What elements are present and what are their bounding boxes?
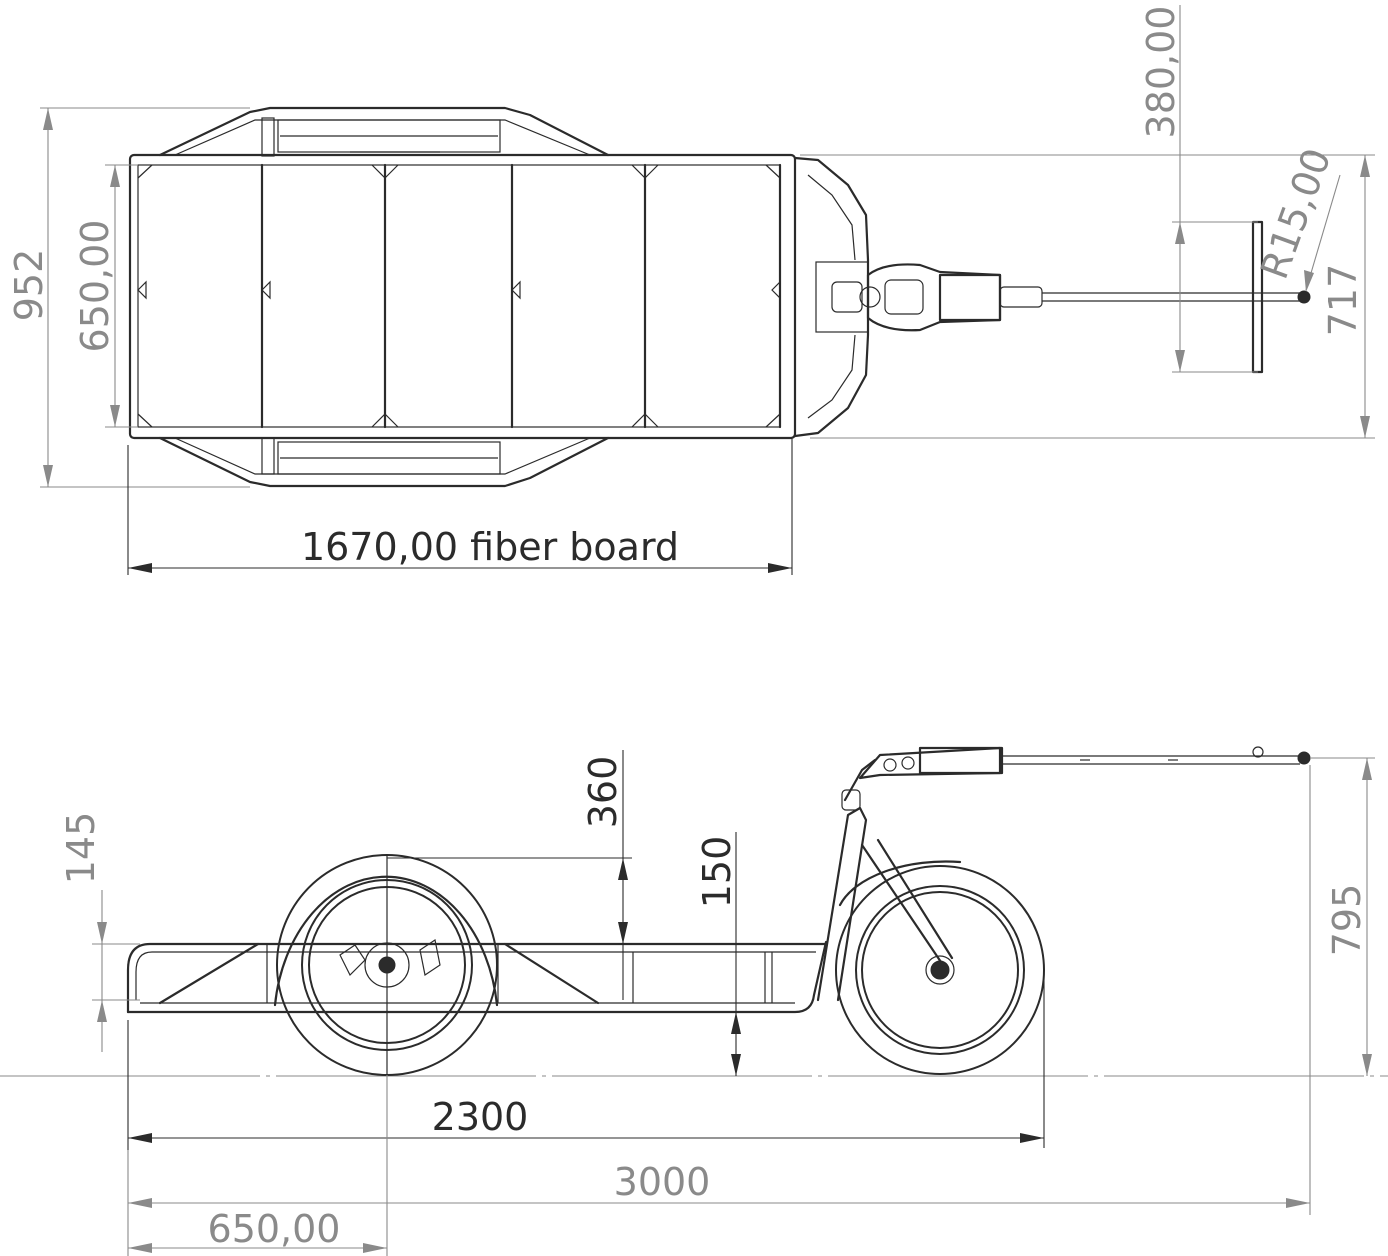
dim-fiber-board-label: 1670,00 fiber board [301,525,679,569]
dim-wheel-above-frame-label: 360 [581,756,625,829]
top-view [128,106,1311,488]
dim-total-width-label: 952 [7,249,51,322]
dim-hitch-offset-label: 380,00 [1139,6,1183,139]
dim-wheelbase-label: 2300 [432,1095,529,1139]
top-view-dimensions: 952 650,00 1670,00 fiber board 380,00 R1… [7,5,1375,575]
side-view-dimensions: 145 360 150 795 2300 3000 [59,750,1375,1256]
side-view [0,746,1388,1077]
dim-inner-width-label: 650,00 [73,220,117,353]
dim-hitch-radius-label: R15,00 [1252,143,1340,285]
dim-axle-from-rear-label: 650,00 [208,1207,341,1251]
dim-total-length-label: 3000 [614,1160,711,1204]
dim-ground-clearance-label: 150 [695,836,739,909]
dim-frame-depth-label: 145 [59,812,103,885]
dim-hitch-height-top-label: 717 [1321,264,1365,337]
dim-hitch-height-side-label: 795 [1325,884,1369,957]
